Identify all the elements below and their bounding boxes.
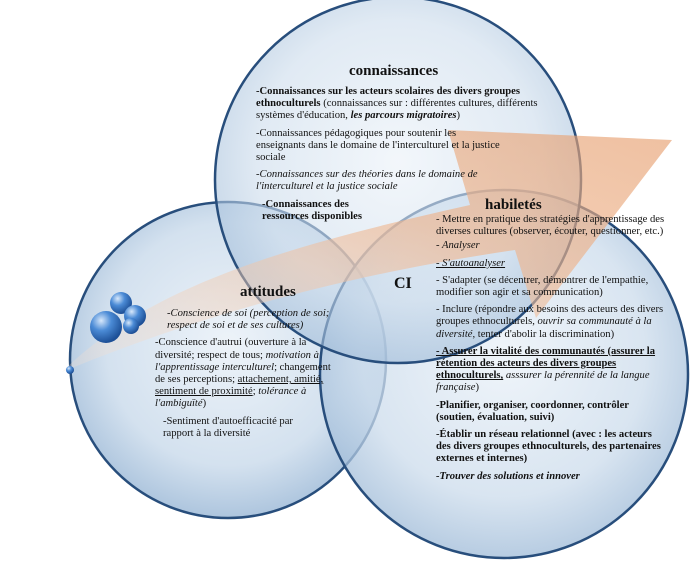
connaissances-text: -Connaissances sur les acteurs scolaires… (256, 86, 551, 223)
hab-p6a: - Assurer la vitalité des communautés (a… (436, 345, 656, 382)
hab-p6c: ) (475, 382, 479, 394)
arrow-shape (62, 130, 672, 372)
hab-p6b: asssurer la pérennité de la langue franç… (436, 370, 650, 394)
conn-p1-end: ) (456, 110, 461, 122)
heading-habiletes: habiletés (485, 197, 542, 213)
hab-p1: - Mettre en pratique des stratégies d'ap… (436, 214, 665, 238)
hab-p4: - S'adapter (se décentrer, démontrer de … (436, 274, 649, 299)
habiletes-text: - Mettre en pratique des stratégies d'ap… (436, 214, 668, 483)
heading-attitudes: attitudes (240, 284, 296, 300)
att-p2f: tolérance à l'ambiguïté (155, 386, 307, 410)
conn-p1-bold: -Connaissances sur les acteurs scolaires… (256, 86, 520, 110)
att-p2c: ; changement de ses perceptions; (155, 361, 331, 386)
hab-p2: - Analyser (436, 240, 480, 252)
hab-p3: - S'autoanalyser (436, 257, 506, 269)
hab-p8: -Établir un réseau relationnel (avec : l… (436, 429, 661, 465)
conn-p3: -Connaissances sur des théories dans le … (256, 169, 478, 193)
att-p2g: ) (202, 398, 207, 410)
center-label: CI (394, 275, 412, 292)
hab-p5a: - Inclure (répondre aux besoins des acte… (436, 304, 664, 328)
att-p3: -Sentiment d'autoefficacité par rapport … (163, 415, 293, 439)
conn-p1-italic: les parcours migratoires (350, 110, 457, 122)
att-p2e: ; (252, 386, 256, 398)
bubbles-decoration (66, 292, 146, 374)
hab-p9: -Trouver des solutions et innover (436, 470, 580, 482)
heading-connaissances: connaissances (349, 63, 439, 79)
conn-p2: -Connaissances pédagogiques pour souteni… (256, 127, 500, 164)
att-p2a: -Conscience d'autrui (ouverture à la div… (155, 337, 307, 361)
conn-p1-rest: (connaissances sur : différentes culture… (256, 98, 538, 122)
attitudes-text: -Conscience de soi (perception de soi; r… (155, 308, 335, 440)
conn-p4: -Connaissances des ressources disponible… (262, 198, 362, 222)
hab-p7: -Planifier, organiser, coordonner, contr… (436, 399, 629, 423)
att-p1: -Conscience de soi (perception de soi; r… (167, 308, 330, 332)
hab-p5c: , tenter d'abolir la discrimination) (472, 328, 615, 340)
att-p2d: attachement, amitié, sentiment de proxim… (155, 374, 324, 398)
hab-p5b: ouvrir sa communauté à la diversité (436, 316, 652, 340)
att-p2b: motivation à l'apprentissage intercultur… (155, 349, 319, 373)
